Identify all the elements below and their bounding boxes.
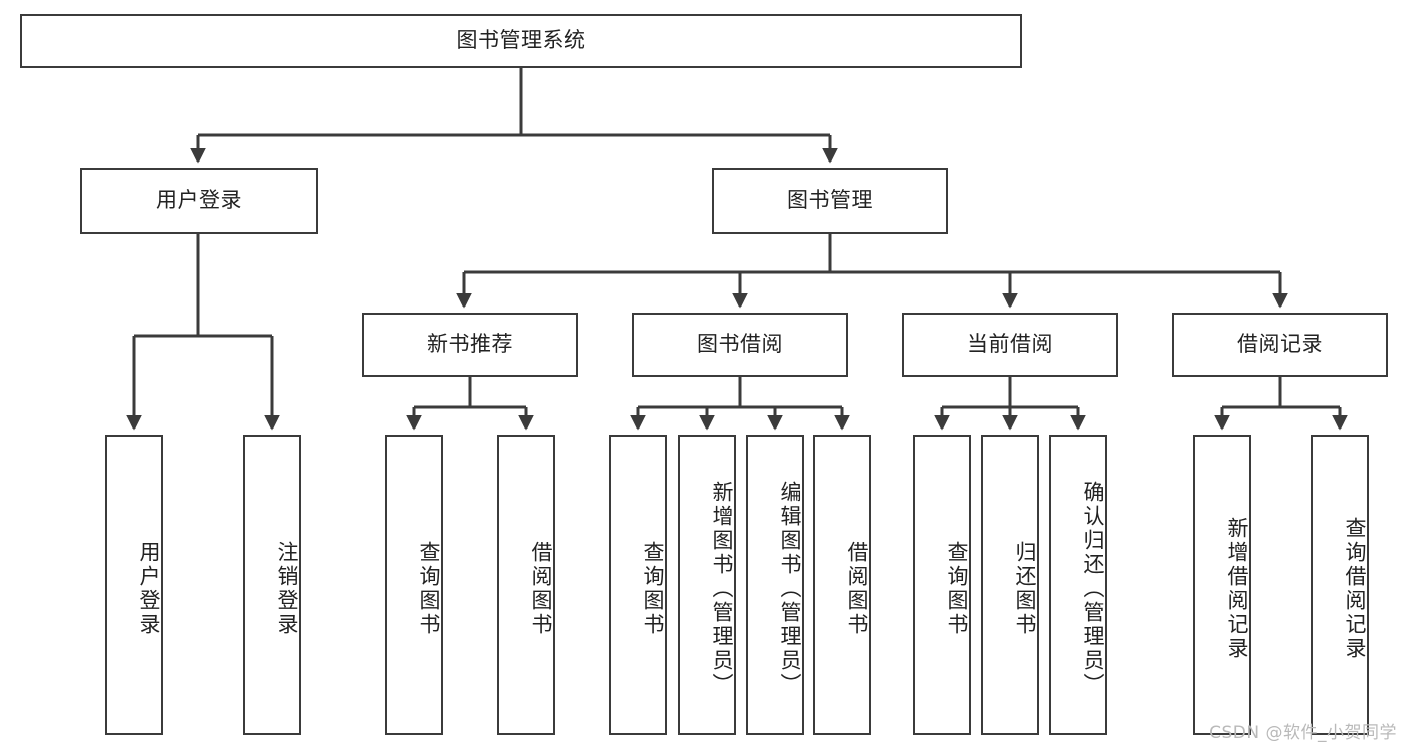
leaf-current-borrow-confirm-return[interactable]: 确认归还（管理员） <box>1049 435 1107 735</box>
node-label: 新书推荐 <box>427 332 513 357</box>
node-current-borrow[interactable]: 当前借阅 <box>902 313 1118 377</box>
node-label: 查询图书 <box>417 541 441 637</box>
node-label: 查询图书 <box>641 541 665 637</box>
node-label: 图书借阅 <box>697 332 783 357</box>
leaf-book-borrow-add[interactable]: 新增图书（管理员） <box>678 435 736 735</box>
node-label: 图书管理系统 <box>456 28 586 53</box>
leaf-user-login-login[interactable]: 用户登录 <box>105 435 163 735</box>
node-book-management[interactable]: 图书管理 <box>712 168 948 234</box>
node-label: 归还图书 <box>1013 541 1037 637</box>
node-book-borrow[interactable]: 图书借阅 <box>632 313 848 377</box>
node-user-login[interactable]: 用户登录 <box>80 168 318 234</box>
leaf-new-book-borrow[interactable]: 借阅图书 <box>497 435 555 735</box>
leaf-book-borrow-query[interactable]: 查询图书 <box>609 435 667 735</box>
node-label: 新增借阅记录 <box>1225 517 1249 661</box>
leaf-book-borrow-borrow[interactable]: 借阅图书 <box>813 435 871 735</box>
node-label: 新增图书（管理员） <box>710 481 734 697</box>
node-label: 查询借阅记录 <box>1343 517 1367 661</box>
leaf-borrow-record-query[interactable]: 查询借阅记录 <box>1311 435 1369 735</box>
node-root-system[interactable]: 图书管理系统 <box>20 14 1022 68</box>
node-label: 用户登录 <box>156 188 242 213</box>
node-label: 当前借阅 <box>967 332 1053 357</box>
node-label: 借阅图书 <box>529 541 553 637</box>
leaf-current-borrow-query[interactable]: 查询图书 <box>913 435 971 735</box>
node-label: 编辑图书（管理员） <box>778 481 802 697</box>
leaf-user-login-logout[interactable]: 注销登录 <box>243 435 301 735</box>
node-borrow-record[interactable]: 借阅记录 <box>1172 313 1388 377</box>
node-label: 查询图书 <box>945 541 969 637</box>
leaf-current-borrow-return[interactable]: 归还图书 <box>981 435 1039 735</box>
node-new-book-recommend[interactable]: 新书推荐 <box>362 313 578 377</box>
node-label: 注销登录 <box>275 541 299 637</box>
leaf-new-book-query[interactable]: 查询图书 <box>385 435 443 735</box>
leaf-book-borrow-edit[interactable]: 编辑图书（管理员） <box>746 435 804 735</box>
node-label: 确认归还（管理员） <box>1081 481 1105 697</box>
leaf-borrow-record-add[interactable]: 新增借阅记录 <box>1193 435 1251 735</box>
node-label: 借阅图书 <box>845 541 869 637</box>
node-label: 用户登录 <box>137 541 161 637</box>
node-label: 借阅记录 <box>1237 332 1323 357</box>
node-label: 图书管理 <box>787 188 873 213</box>
